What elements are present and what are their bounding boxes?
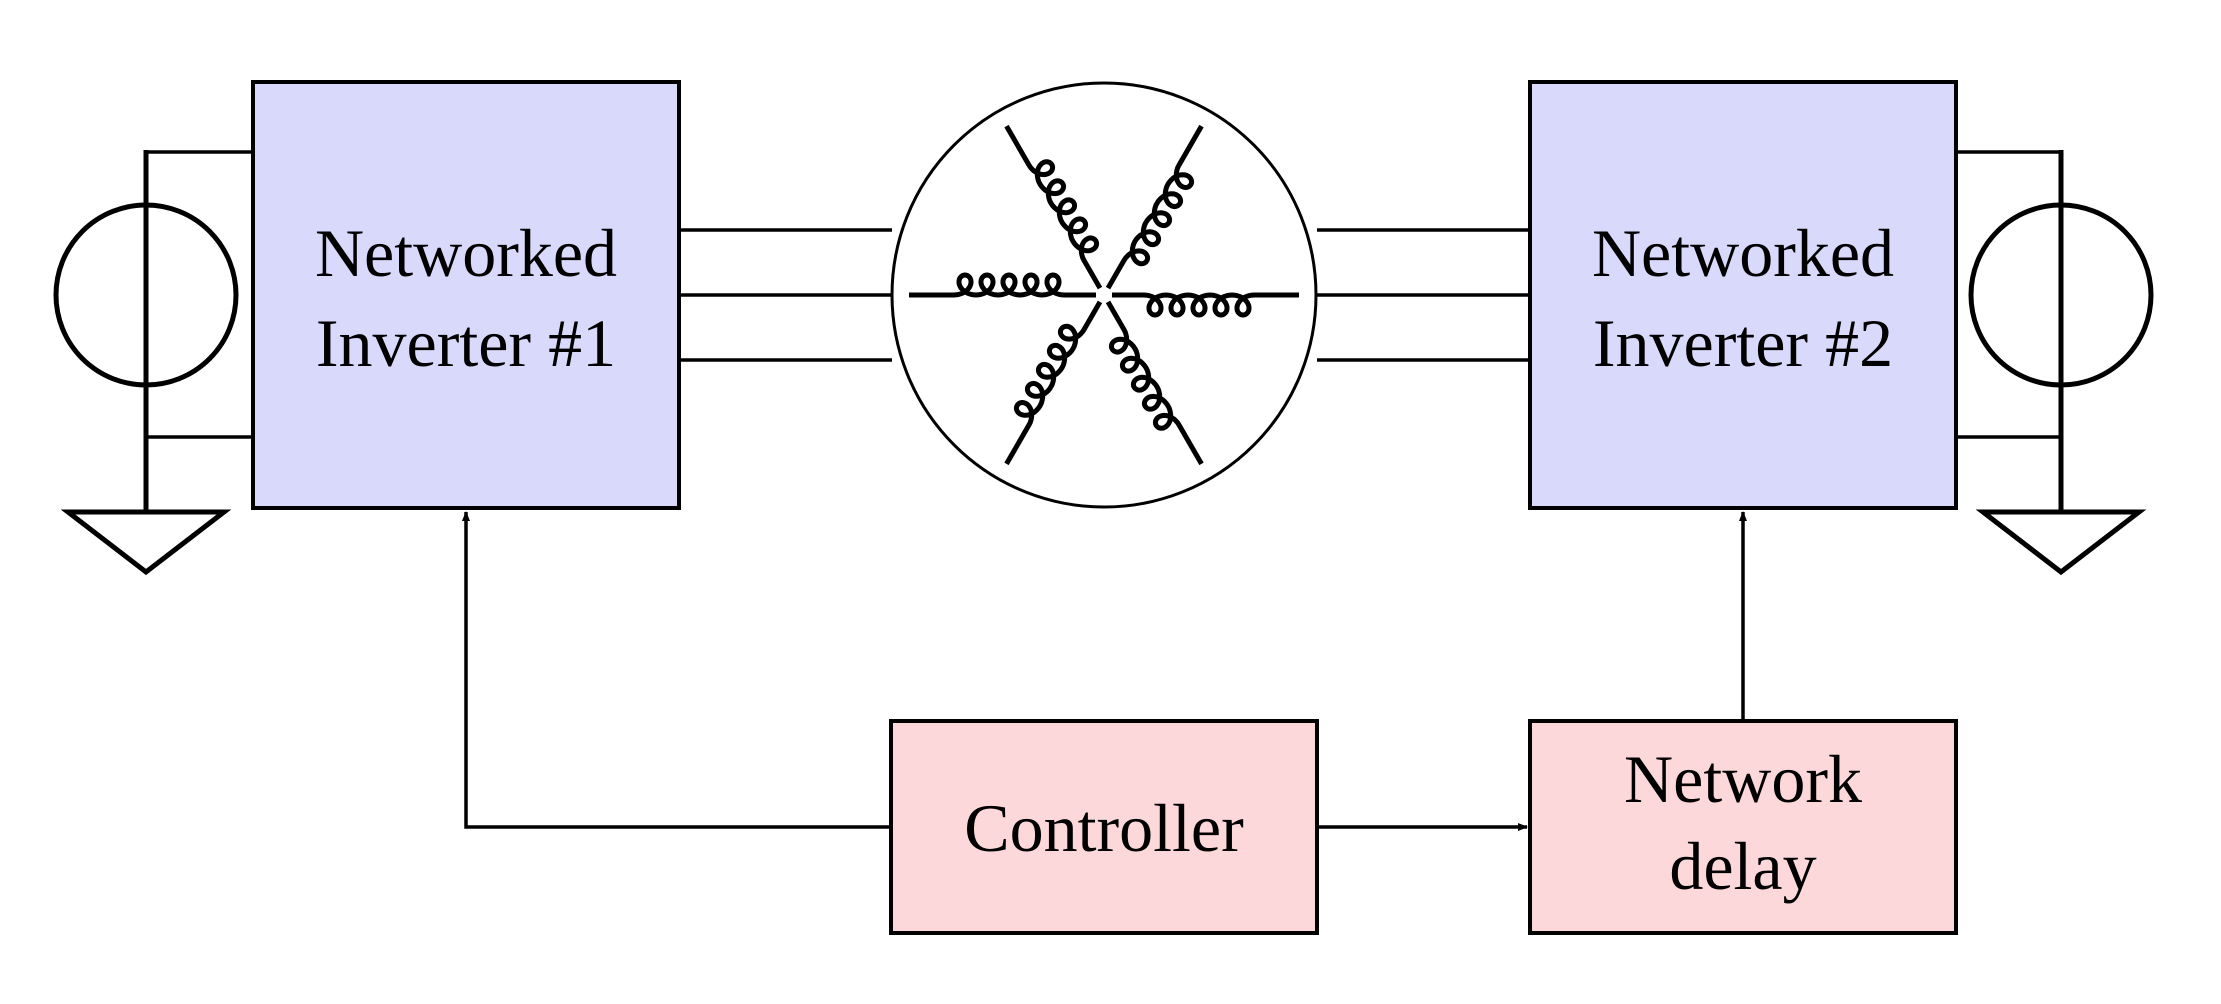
inverter-2-label-line2: Inverter #2 (1593, 305, 1893, 381)
network-delay-label-line2: delay (1669, 828, 1816, 904)
ground-icon-left (60, 509, 232, 576)
coil-winding-240 (1004, 300, 1103, 466)
inverter-1-label-line2: Inverter #1 (316, 305, 616, 381)
coil-winding-120 (1004, 124, 1103, 290)
three-phase-lines-right (1317, 228, 1530, 362)
network-delay-label-line1: Network (1624, 741, 1862, 817)
coil-winding-0 (1112, 292, 1299, 318)
current-source-icon-right (1956, 150, 2154, 512)
inverter-2-label-line1: Networked (1592, 215, 1894, 291)
controller-label: Controller (964, 790, 1244, 866)
inverter-1-label-line1: Networked (315, 215, 617, 291)
coil-winding-300 (1105, 300, 1204, 466)
coil-winding-60 (1105, 124, 1204, 290)
networked-inverter-1-box: Networked Inverter #1 (251, 80, 681, 510)
three-phase-coil-network-icon (890, 81, 1318, 509)
three-phase-lines-left (679, 228, 892, 362)
controller-to-inverter-1-arrow (462, 511, 891, 829)
network-delay-box: Network delay (1528, 719, 1958, 935)
current-source-icon-left (53, 150, 253, 512)
coil-winding-180 (909, 272, 1096, 298)
networked-inverter-2-box: Networked Inverter #2 (1528, 80, 1958, 510)
controller-box: Controller (889, 719, 1319, 935)
ground-icon-right (1975, 509, 2147, 576)
